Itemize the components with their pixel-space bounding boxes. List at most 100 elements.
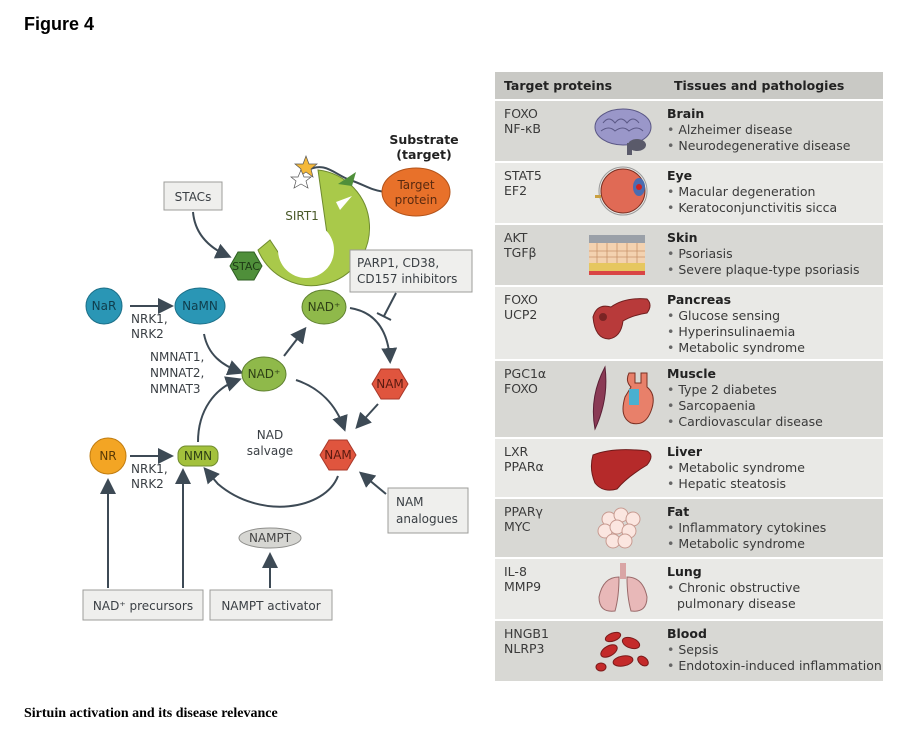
muscle-heart-icon (579, 361, 667, 437)
tissue-cell: LiverMetabolic syndromeHepatic steatosis (667, 439, 805, 497)
substrate-label: Substrate (389, 132, 458, 147)
figure-caption: Sirtuin activation and its disease relev… (24, 706, 278, 721)
pathology: Hepatic steatosis (667, 476, 805, 492)
sirt1-label: SIRT1 (285, 209, 319, 223)
nadtop-nam-arrow (349, 307, 398, 364)
inhibition-bar (376, 312, 392, 321)
nar-label: NaR (92, 299, 117, 313)
nr-label: NR (99, 449, 116, 463)
nmn-node (177, 445, 219, 467)
pathology: Sarcopaenia (667, 398, 823, 414)
protein: UCP2 (504, 307, 538, 322)
pathology: Psoriasis (667, 246, 860, 262)
nampt-activator-box (209, 589, 333, 621)
nmn-nad-arrow (197, 376, 242, 443)
nrk-bottom-label: NRK1, (131, 462, 168, 476)
substrate-target-label: (target) (396, 147, 451, 162)
target-protein-label: Target (396, 178, 434, 192)
protein: NLRP3 (504, 641, 545, 656)
tissue-name: Skin (667, 230, 698, 245)
tissue-cell: BrainAlzheimer diseaseNeurodegenerative … (667, 101, 850, 161)
nampt-activator-label: NAMPT activator (221, 599, 320, 613)
nam-nmn-arrow (203, 466, 339, 508)
nad-mid-node (241, 356, 287, 392)
header-tissues-pathologies: Tissues and pathologies (674, 78, 845, 93)
nam-right-label: NAM (376, 377, 404, 391)
nad-salvage-label: NAD (257, 428, 283, 442)
nad-nam-arrow (295, 379, 348, 432)
pathology: Inflammatory cytokines (667, 520, 826, 536)
tissue-name: Blood (667, 626, 707, 641)
pathology: Chronic obstructive (667, 580, 800, 596)
protein: STAT5 (504, 168, 542, 183)
nampt-node (238, 527, 302, 549)
nad-mid-label: NAD⁺ (248, 367, 281, 381)
nmnat3-label: NMNAT3 (150, 382, 201, 396)
stac-hexagon (229, 251, 263, 281)
nam-analogues-box (387, 487, 469, 534)
target-protein (381, 167, 451, 217)
sirt1-enzyme: SIRT1 (257, 169, 370, 287)
nrk-bottom-label-2: NRK2 (131, 477, 164, 491)
protein: TGFβ (504, 245, 537, 260)
pathology: Sepsis (667, 642, 882, 658)
protein: EF2 (504, 183, 528, 198)
protein: NF-κB (504, 121, 541, 136)
namn-label: NaMN (182, 299, 218, 313)
protein: HNGB1 (504, 626, 549, 641)
tissue-name: Brain (667, 106, 705, 121)
namn-nad-arrow (203, 333, 244, 376)
nam-analogues-arrow (358, 471, 387, 495)
protein: FOXO (504, 381, 538, 396)
eye-icon (579, 163, 667, 223)
stacs-box (163, 181, 223, 211)
nad-top-label: NAD⁺ (308, 300, 341, 314)
pathology: Metabolic syndrome (667, 340, 805, 356)
inhibitors-label-2: CD157 inhibitors (357, 272, 457, 286)
nampt-label: NAMPT (249, 531, 292, 545)
nam-right-hexagon (371, 368, 409, 400)
nrk-top-label: NRK1, (131, 312, 168, 326)
tissue-name: Pancreas (667, 292, 732, 307)
pancreas-icon (579, 287, 667, 359)
tissue-table: Target proteins Tissues and pathologies … (495, 72, 883, 681)
namn-node (174, 287, 226, 325)
tissue-cell: FatInflammatory cytokinesMetabolic syndr… (667, 499, 826, 557)
nmn-label: NMN (184, 449, 212, 463)
protein: PGC1α (504, 366, 547, 381)
pathology: Severe plaque-type psoriasis (667, 262, 859, 278)
nam-bottom-label: NAM (324, 448, 352, 462)
brain-icon (579, 101, 667, 161)
pathology: Alzheimer disease (667, 122, 850, 138)
nam-analogues-label-2: analogues (396, 512, 458, 526)
stacs-label: STACs (175, 190, 212, 204)
lung-icon (579, 559, 667, 619)
nam-analogues-label: NAM (396, 495, 424, 509)
fat-icon (579, 499, 667, 557)
inhibitors-label: PARP1, CD38, (357, 256, 439, 270)
target-protein-label-2: protein (395, 193, 438, 207)
nrk-top-label-2: NRK2 (131, 327, 164, 341)
nad-salvage-label-2: salvage (247, 444, 293, 458)
nmnat2-label: NMNAT2, (150, 366, 204, 380)
inhibition-line (383, 292, 397, 317)
figure-title: Figure 4 (24, 14, 95, 34)
tissue-cell: EyeMacular degenerationKeratoconjunctivi… (667, 163, 837, 223)
pathology: Keratoconjunctivitis sicca (667, 200, 837, 216)
nad-to-nadtop-arrow (283, 326, 307, 357)
pathology: Glucose sensing (667, 308, 805, 324)
pathology: Type 2 diabetes (667, 382, 823, 398)
protein: PPARα (504, 459, 544, 474)
